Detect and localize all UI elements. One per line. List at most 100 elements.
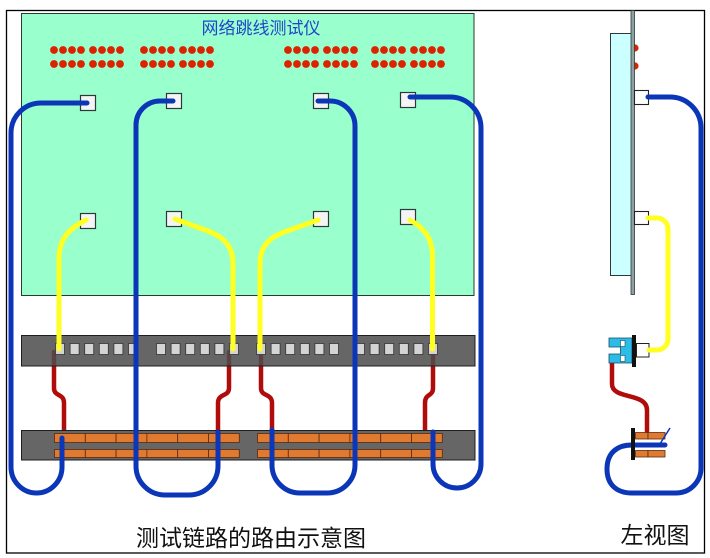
led-indicator [188,46,196,54]
led-indicator [98,60,106,68]
led-indicator [398,60,406,68]
led-indicator [284,46,292,54]
side-red-cable [609,359,650,434]
led-indicator [311,46,319,54]
punch-strip-segment [208,433,240,443]
side-tester-faceplate [630,10,635,295]
led-indicator [428,46,436,54]
patch-port [285,343,296,355]
blue-cable-link-1 [8,100,90,496]
led-indicator [398,46,406,54]
led-indicator [140,60,148,68]
punch-strip-segment [146,449,179,458]
patch-port [314,343,325,355]
led-indicator [410,46,418,54]
led-indicator [68,60,76,68]
led-indicator [89,60,97,68]
punch-strip-segment [177,433,209,443]
red-cables [51,349,436,436]
led-indicator [350,60,358,68]
blue-cable-link-3 [269,98,358,496]
punch-strip-segment [287,449,320,458]
led-indicator [419,46,427,54]
led-indicator [167,46,175,54]
punch-strip-segment [380,433,412,443]
led-indicator [323,60,331,68]
led-indicator [149,46,157,54]
punch-strip-segment [84,433,117,443]
led-indicator [350,46,358,54]
led-indicator [89,46,97,54]
led-indicator [371,46,379,54]
led-indicator [197,46,205,54]
led-indicator [188,60,196,68]
led-indicator [77,46,85,54]
punch-strip-segment [411,449,443,458]
led-indicator [98,46,106,54]
yellow-cable-link-1 [56,217,89,352]
punch-strip-segment [318,433,351,443]
led-group-2 [140,46,214,68]
led-indicator [293,46,301,54]
red-cable-link-4 [422,349,436,435]
led-indicator [149,60,157,68]
led-group-4 [371,46,445,68]
led-indicator [302,46,310,54]
blue-cables [8,94,484,498]
led-group-1 [50,46,124,68]
led-indicator [323,46,331,54]
led-indicator [371,60,379,68]
led-indicator [77,60,85,68]
led-indicator [341,46,349,54]
side-connector-slot-bottom [620,355,626,362]
led-indicator [158,46,166,54]
led-indicator [380,46,388,54]
patch-port [113,343,124,355]
punch-strip-segment [380,449,412,458]
patch-port [299,343,310,355]
main-diagram-caption: 测试链路的路由示意图 [136,526,366,552]
led-indicator [284,60,292,68]
punch-strip-segment [287,433,320,443]
led-indicator [332,46,340,54]
side-yellow-cable [645,215,671,353]
patch-port [69,343,80,355]
led-indicator [158,60,166,68]
side-punch-strip-bottom-a [635,450,649,458]
led-indicator [341,60,349,68]
blue-cable-link-2 [133,98,221,498]
led-indicator [50,60,58,68]
side-punch-wire [657,427,671,448]
led-indicator [116,60,124,68]
side-punch-block-edge [631,428,635,460]
side-punch-strip-bottom-b [647,450,666,458]
side-connector-slot-top [620,340,626,347]
yellow-cable-link-2 [172,216,236,352]
patch-port [98,343,109,355]
led-indicator [107,60,115,68]
punch-strip-segment [84,449,117,458]
patch-port [270,343,281,355]
punch-strip-segment [54,433,86,443]
led-indicator [293,60,301,68]
led-indicator [179,46,187,54]
front-view: 网络跳线测试仪 [8,13,484,498]
punch-strip-segment [115,449,148,458]
patch-port [170,343,181,355]
yellow-cable-link-3 [257,217,321,352]
blue-cable-link-4 [407,94,484,491]
led-indicator [410,60,418,68]
patch-port [185,343,196,355]
led-indicator [206,60,214,68]
led-indicator [197,60,205,68]
patch-port [398,343,409,355]
led-indicator [167,60,175,68]
led-indicator [389,46,397,54]
punch-strip-segment [146,433,179,443]
side-blue-cable [604,94,704,496]
patch-port [214,343,225,355]
led-indicator [59,60,67,68]
punch-strip-segment [208,449,240,458]
patch-port [156,343,166,355]
